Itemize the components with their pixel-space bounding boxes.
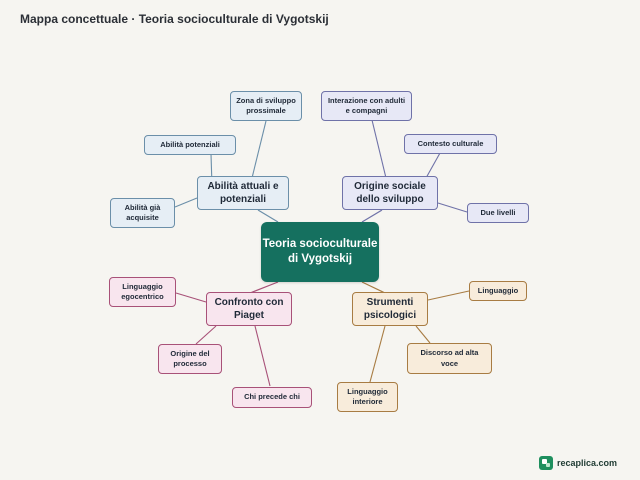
branch-origine[interactable]: Origine sociale dello sviluppo [342, 176, 438, 210]
page-title: Mappa concettuale · Teoria sociocultural… [20, 12, 329, 26]
node-zona-sviluppo-prossimale[interactable]: Zona di sviluppo prossimale [230, 91, 302, 121]
node-linguaggio-interiore[interactable]: Linguaggio interiore [337, 382, 398, 412]
node-abilita-gia-acquisite[interactable]: Abilità già acquisite [110, 198, 175, 228]
branch-confronto[interactable]: Confronto con Piaget [206, 292, 292, 326]
brand[interactable]: recaplica.com [539, 456, 617, 470]
node-due-livelli[interactable]: Due livelli [467, 203, 529, 223]
node-linguaggio-egocentrico[interactable]: Linguaggio egocentrico [109, 277, 176, 307]
node-linguaggio[interactable]: Linguaggio [469, 281, 527, 301]
node-interazione-adulti-compagni[interactable]: Interazione con adulti e compagni [321, 91, 412, 121]
brand-text: recaplica.com [557, 458, 618, 468]
node-origine-del-processo[interactable]: Origine del processo [158, 344, 222, 374]
branch-abilita[interactable]: Abilità attuali e potenziali [197, 176, 289, 210]
center-node[interactable]: Teoria socioculturale di Vygotskij [261, 222, 379, 282]
node-contesto-culturale[interactable]: Contesto culturale [404, 134, 497, 154]
node-abilita-potenziali[interactable]: Abilità potenziali [144, 135, 236, 155]
branch-strumenti[interactable]: Strumenti psicologici [352, 292, 428, 326]
node-chi-precede-chi[interactable]: Chi precede chi [232, 387, 312, 408]
node-discorso-ad-alta-voce[interactable]: Discorso ad alta voce [407, 343, 492, 374]
recaplica-logo-icon [539, 456, 553, 470]
